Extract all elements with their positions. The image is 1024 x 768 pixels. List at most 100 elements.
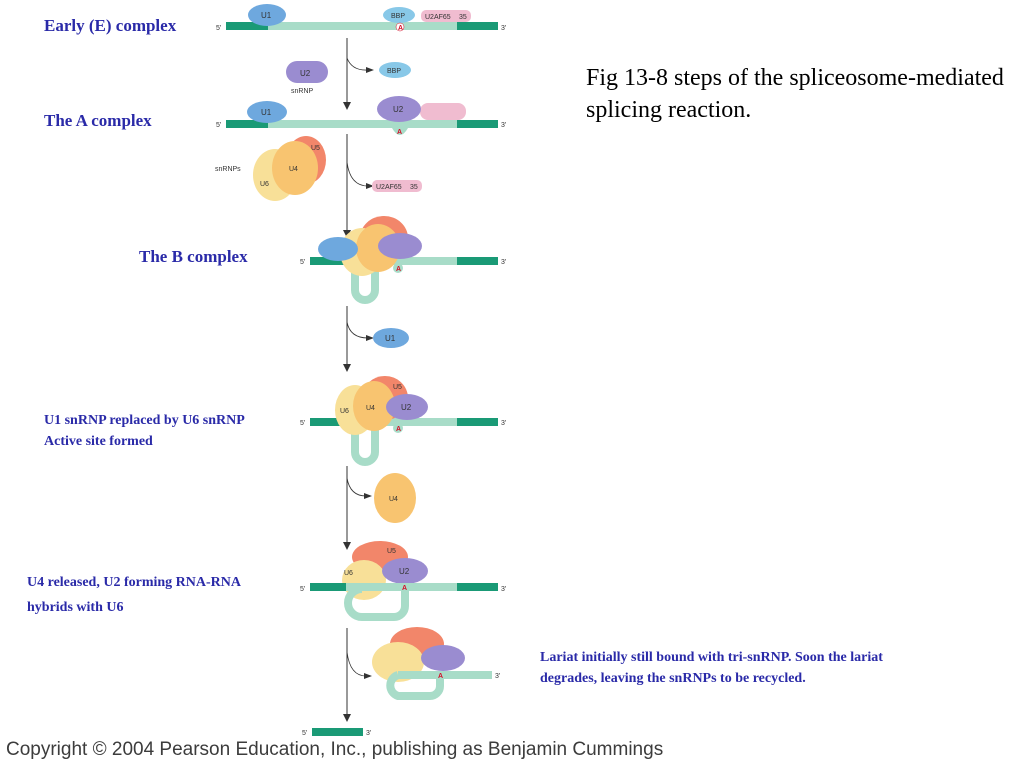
u4-snrnp-incoming bbox=[272, 141, 318, 195]
u4-released-label: U4 bbox=[389, 496, 398, 503]
five-prime-label: 5' bbox=[300, 586, 305, 593]
exon-left bbox=[226, 22, 268, 30]
branch-point bbox=[395, 22, 405, 32]
branch-point-a: A bbox=[398, 25, 403, 32]
u2-snrnp bbox=[386, 394, 428, 420]
branch-arrow bbox=[346, 57, 369, 71]
u2-snrnp bbox=[377, 96, 421, 122]
arrow-head bbox=[343, 102, 351, 110]
branch-arrow-head bbox=[364, 673, 372, 679]
five-prime-label: 5' bbox=[216, 122, 221, 129]
u4-incoming-label: U4 bbox=[289, 166, 298, 173]
copyright-notice: Copyright © 2004 Pearson Education, Inc.… bbox=[6, 739, 664, 760]
branch-bulge bbox=[393, 423, 403, 433]
five-prime-label: 5' bbox=[302, 730, 307, 737]
branch-point-a: A bbox=[397, 129, 402, 136]
u2af65-label: U2AF65 bbox=[425, 14, 451, 21]
stage-active-site: 5' 3' U5 U6 U4 U2 A bbox=[300, 376, 506, 466]
arrow-step-3: U1 bbox=[343, 306, 409, 372]
u1-snrnp bbox=[318, 237, 358, 261]
exon-left bbox=[310, 583, 346, 591]
label-lariat-line2: degrades, leaving the snRNPs to be recyc… bbox=[540, 671, 806, 686]
u1-released-label: U1 bbox=[385, 334, 396, 343]
u2-snrnp bbox=[378, 233, 422, 259]
bbp-released bbox=[379, 62, 411, 78]
u1-released bbox=[373, 328, 409, 348]
branch-arrow-head bbox=[364, 493, 372, 499]
exon-right bbox=[457, 120, 498, 128]
intron-strand bbox=[226, 22, 498, 30]
branch-point-a: A bbox=[396, 426, 401, 433]
arrow-head bbox=[343, 230, 351, 238]
u5-label: U5 bbox=[387, 548, 396, 555]
stage-b-complex: 5' 3' A bbox=[300, 216, 506, 304]
bbp-released-label: BBP bbox=[387, 68, 401, 75]
u4-snrnp bbox=[353, 381, 395, 431]
label-u4-released: U4 released, U2 forming RNA-RNA hybrids … bbox=[27, 570, 241, 620]
u4-label: U4 bbox=[366, 405, 375, 412]
three-prime-label: 3' bbox=[501, 122, 506, 129]
u2-label: U2 bbox=[393, 105, 404, 114]
u2-snrnp-incoming bbox=[286, 61, 328, 83]
three-prime-label: 3' bbox=[501, 586, 506, 593]
five-prime-label: 5' bbox=[300, 259, 305, 266]
exon-left bbox=[310, 257, 346, 265]
u2af35-released-label: 35 bbox=[410, 184, 418, 191]
u5-incoming-label: U5 bbox=[311, 145, 320, 152]
arrow-head bbox=[343, 542, 351, 550]
exon-right bbox=[457, 257, 498, 265]
label-b-complex: The B complex bbox=[139, 247, 248, 266]
three-prime-label: 3' bbox=[501, 259, 506, 266]
arrow-head bbox=[343, 714, 351, 722]
snrnp-label: snRNP bbox=[291, 88, 314, 95]
branch-arrow bbox=[346, 161, 369, 187]
label-u1-replaced: U1 snRNP replaced by U6 snRNP Active sit… bbox=[44, 410, 245, 452]
u1-label: U1 bbox=[261, 11, 272, 20]
three-prime-label: 3' bbox=[366, 730, 371, 737]
label-early-complex: Early (E) complex bbox=[44, 16, 177, 35]
intron-lariat-loop bbox=[386, 671, 444, 700]
u1-snrnp bbox=[248, 4, 286, 26]
u4-released bbox=[374, 473, 416, 523]
u2-snrnp bbox=[382, 558, 428, 584]
u1-snrnp bbox=[247, 101, 287, 123]
u2af65-released-label: U2AF65 bbox=[376, 184, 402, 191]
arrow-head bbox=[343, 364, 351, 372]
label-a-complex: The A complex bbox=[44, 111, 152, 130]
snrnps-label: snRNPs bbox=[215, 166, 241, 173]
bbp-protein bbox=[383, 7, 415, 23]
label-lariat-line1: Lariat initially still bound with tri-sn… bbox=[540, 650, 883, 665]
intron-loop-strand bbox=[338, 418, 498, 466]
u2af35-label: 35 bbox=[459, 14, 467, 21]
intron-lariat-loop bbox=[344, 585, 409, 621]
u2-snrnp bbox=[421, 645, 465, 671]
branch-arrow-head bbox=[366, 335, 374, 341]
five-prime-label: 5' bbox=[216, 25, 221, 32]
arrow-step-1: BBP U2 snRNP bbox=[286, 38, 411, 110]
u6-incoming-label: U6 bbox=[260, 181, 269, 188]
figure-caption: Fig 13-8 steps of the spliceosome-mediat… bbox=[586, 65, 1004, 123]
u6-label: U6 bbox=[344, 570, 353, 577]
label-u1-replaced-line1: U1 snRNP replaced by U6 snRNP bbox=[44, 413, 245, 428]
exon-left bbox=[226, 120, 268, 128]
branch-arrow-head bbox=[366, 183, 374, 189]
u2af-released bbox=[372, 180, 422, 192]
arrow-step-4: U4 bbox=[343, 466, 416, 550]
branch-arrow bbox=[346, 477, 367, 497]
exon-right bbox=[457, 22, 498, 30]
branch-point-a: A bbox=[396, 266, 401, 273]
label-u4-released-line2: hybrids with U6 bbox=[27, 600, 124, 615]
label-u4-released-line1: U4 released, U2 forming RNA-RNA bbox=[27, 575, 241, 590]
u1-label: U1 bbox=[261, 108, 272, 117]
branch-point-a: A bbox=[438, 673, 443, 680]
u5-label: U5 bbox=[393, 384, 402, 391]
exon-right bbox=[337, 728, 363, 736]
u2-label: U2 bbox=[401, 403, 412, 412]
spliced-mrna: 5' 3' bbox=[302, 728, 371, 737]
exon-left bbox=[310, 418, 346, 426]
branch-arrow-head bbox=[366, 67, 374, 73]
stage-early-complex: 5' 3' U1 U2AF65 35 BBP A bbox=[216, 4, 506, 32]
exon-right bbox=[457, 583, 498, 591]
branch-bulge bbox=[392, 128, 408, 135]
u6-label: U6 bbox=[340, 408, 349, 415]
